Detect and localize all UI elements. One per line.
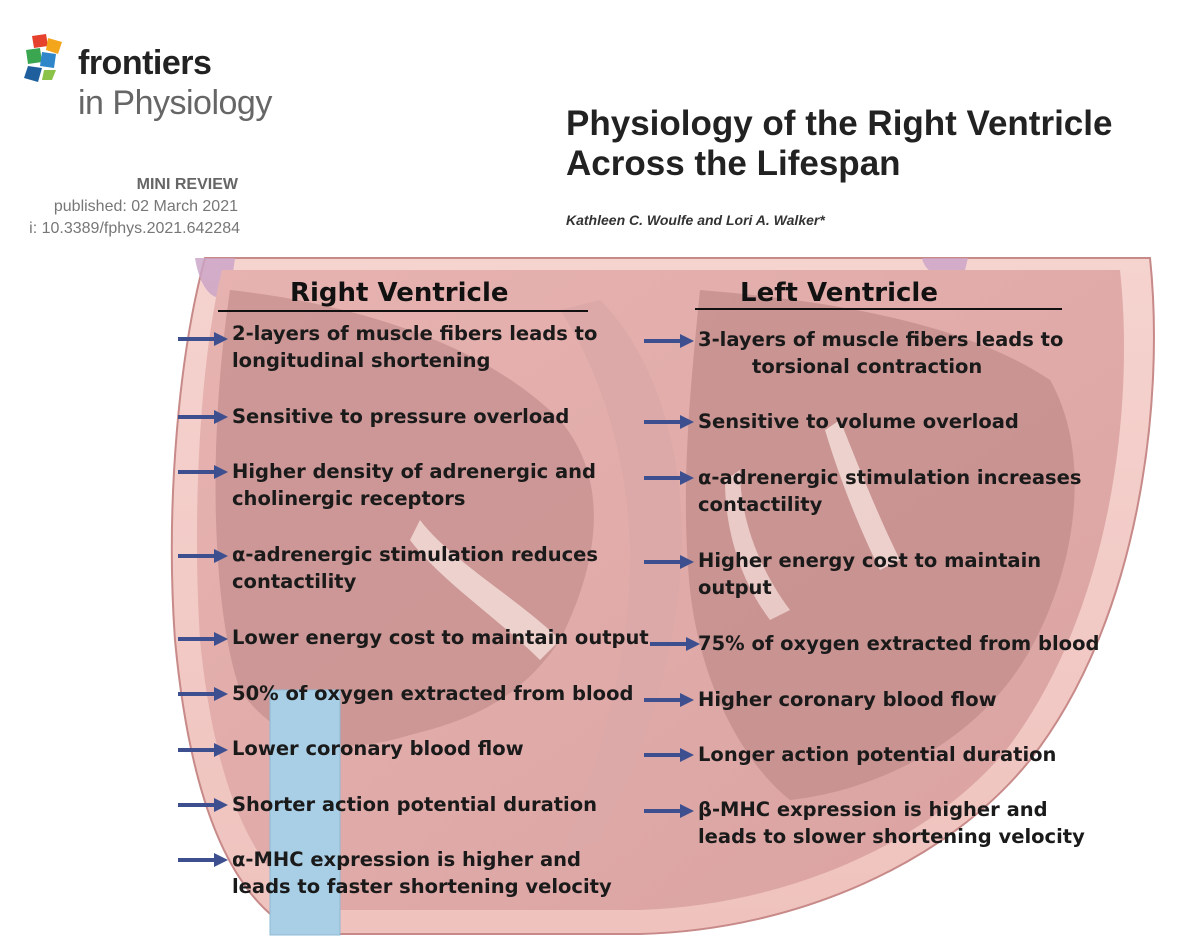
lv-item-4-line-1: Higher energy cost to maintain — [698, 549, 1042, 572]
rv-item-3-line-1: Higher density of adrenergic and — [232, 460, 596, 483]
arrow-right-icon — [178, 853, 228, 867]
arrow-right-icon — [644, 748, 694, 762]
lv-item-3-line-1: α-adrenergic stimulation increases — [698, 466, 1082, 489]
arrow-right-icon — [178, 687, 228, 701]
rv-item-4-line-2: contactility — [232, 570, 357, 593]
arrow-right-icon — [644, 555, 694, 569]
arrow-right-icon — [650, 637, 700, 651]
lv-item-5: 75% of oxygen extracted from blood — [698, 632, 1100, 655]
lv-item-4: Higher energy cost to maintain output — [698, 547, 1041, 601]
rv-item-7: Lower coronary blood flow — [232, 737, 524, 760]
rv-heading: Right Ventricle — [290, 278, 509, 308]
papillary-lv — [825, 420, 900, 570]
lv-item-3-line-2: contactility — [698, 493, 823, 516]
lv-item-8-line-1: β-MHC expression is higher and — [698, 798, 1048, 821]
lv-item-6: Higher coronary blood flow — [698, 688, 997, 711]
journal-brand: frontiers — [78, 44, 212, 82]
rv-item-4-line-1: α-adrenergic stimulation reduces — [232, 543, 598, 566]
arrow-right-icon — [644, 471, 694, 485]
arrow-right-icon — [178, 743, 228, 757]
arrow-right-icon — [178, 632, 228, 646]
rv-item-2: Sensitive to pressure overload — [232, 405, 570, 428]
title-line-2: Across the Lifespan — [566, 144, 901, 183]
arrow-right-icon — [178, 332, 228, 346]
authors: Kathleen C. Woulfe and Lori A. Walker* — [566, 212, 825, 228]
arrow-right-icon — [178, 410, 228, 424]
coronary-vessel — [269, 689, 341, 936]
journal-subtitle: in Physiology — [78, 84, 272, 122]
arrow-right-icon — [644, 804, 694, 818]
lv-item-1-line-2: torsional contraction — [752, 355, 983, 378]
rv-item-9-line-1: α-MHC expression is higher and — [232, 848, 582, 871]
frontiers-logo-icon — [24, 34, 62, 82]
rv-item-1-line-2: longitudinal shortening — [232, 349, 491, 372]
lv-item-1: 3-layers of muscle fibers leads to torsio… — [698, 326, 1063, 380]
rv-item-8: Shorter action potential duration — [232, 793, 598, 816]
article-type: MINI REVIEW — [136, 176, 238, 193]
published-date: published: 02 March 2021 — [53, 198, 238, 215]
papillary-rv — [410, 520, 560, 660]
rv-item-1: 2-layers of muscle fibers leads to longit… — [232, 320, 597, 374]
rv-item-3-line-2: cholinergic receptors — [232, 487, 466, 510]
lv-item-8: β-MHC expression is higher and leads to s… — [698, 796, 1085, 850]
title-line-1: Physiology of the Right Ventricle — [566, 104, 1113, 143]
arrow-right-icon — [178, 465, 228, 479]
lv-item-3: α-adrenergic stimulation increases contac… — [698, 464, 1081, 518]
article-title: Physiology of the Right Ventricle Across… — [566, 104, 1196, 184]
doi-link[interactable]: i: 10.3389/fphys.2021.642284 — [29, 220, 240, 237]
rv-item-6: 50% of oxygen extracted from blood — [232, 682, 634, 705]
rv-item-9: α-MHC expression is higher and leads to f… — [232, 846, 612, 900]
arrow-right-icon — [178, 549, 228, 563]
lv-item-4-line-2: output — [698, 576, 772, 599]
rv-item-5: Lower energy cost to maintain output — [232, 626, 649, 649]
lv-item-7: Longer action potential duration — [698, 743, 1057, 766]
lv-item-2: Sensitive to volume overload — [698, 410, 1019, 433]
rv-item-1-line-1: 2-layers of muscle fibers leads to — [232, 322, 598, 345]
rv-item-3: Higher density of adrenergic and choliner… — [232, 458, 596, 512]
rv-item-9-line-2: leads to faster shortening velocity — [232, 875, 612, 898]
rv-chamber — [215, 290, 594, 746]
arrow-right-icon — [644, 693, 694, 707]
papillary-lv-2 — [725, 470, 790, 620]
lv-heading: Left Ventricle — [740, 278, 938, 308]
lv-item-1-line-1: 3-layers of muscle fibers leads to — [698, 328, 1064, 351]
arrow-right-icon — [644, 415, 694, 429]
septum — [560, 300, 682, 860]
lv-item-8-line-2: leads to slower shortening velocity — [698, 825, 1085, 848]
rv-item-4: α-adrenergic stimulation reduces contacti… — [232, 541, 598, 595]
arrow-right-icon — [178, 798, 228, 812]
arrow-right-icon — [644, 334, 694, 348]
